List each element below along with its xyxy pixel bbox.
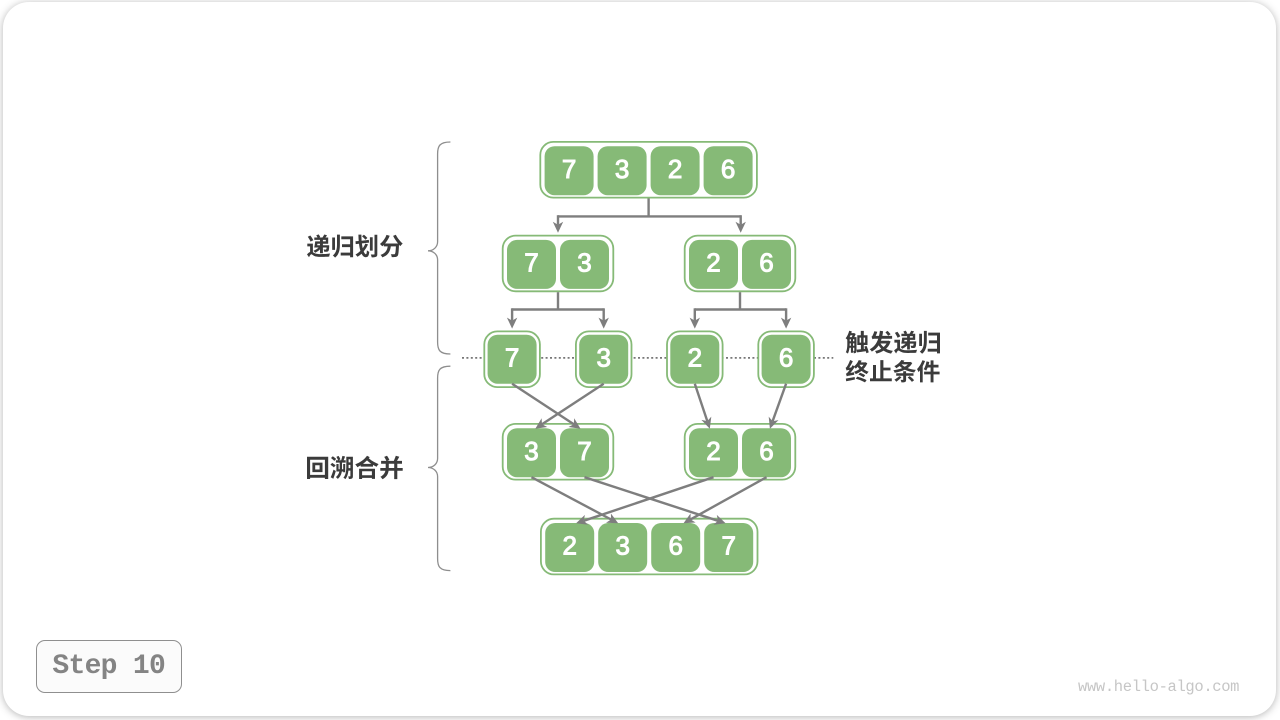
svg-text:2: 2: [668, 154, 682, 184]
svg-text:3: 3: [615, 531, 629, 561]
svg-text:2: 2: [706, 248, 720, 278]
svg-text:3: 3: [596, 342, 610, 372]
svg-text:6: 6: [668, 531, 682, 561]
svg-text:7: 7: [721, 531, 735, 561]
svg-text:6: 6: [759, 436, 773, 466]
svg-text:7: 7: [505, 342, 519, 372]
svg-text:3: 3: [524, 436, 538, 466]
svg-text:2: 2: [688, 342, 702, 372]
svg-text:6: 6: [759, 248, 773, 278]
svg-text:2: 2: [562, 531, 576, 561]
svg-text:6: 6: [779, 342, 793, 372]
svg-text:7: 7: [524, 248, 538, 278]
svg-text:2: 2: [706, 436, 720, 466]
svg-text:3: 3: [615, 154, 629, 184]
svg-text:3: 3: [577, 248, 591, 278]
svg-text:7: 7: [577, 436, 591, 466]
svg-text:7: 7: [562, 154, 576, 184]
svg-text:6: 6: [721, 154, 735, 184]
